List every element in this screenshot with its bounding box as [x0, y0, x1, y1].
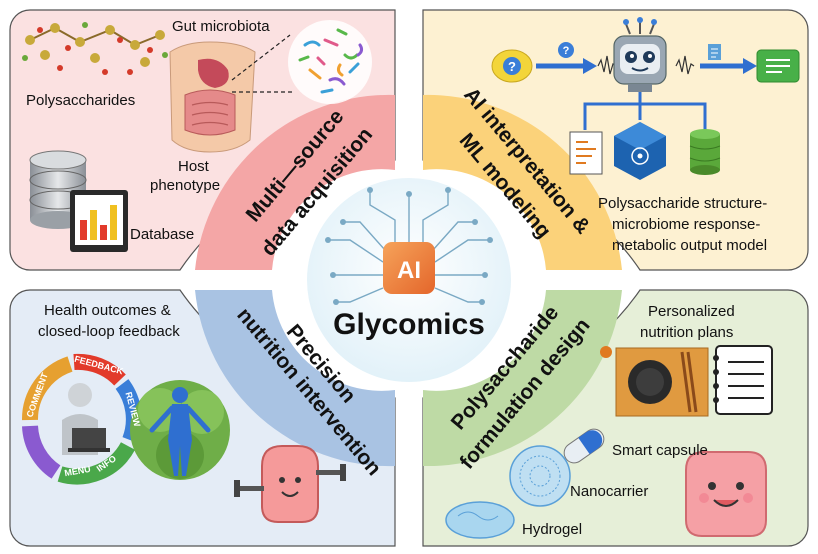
- label-host-line2: phenotype: [150, 177, 221, 194]
- model-line2: microbiome response-: [612, 216, 761, 233]
- svg-text:?: ?: [563, 45, 570, 57]
- polysaccharide-molecule-icon: [22, 22, 168, 75]
- svg-text:?: ?: [508, 59, 516, 74]
- sound-wave-icon: [597, 55, 695, 75]
- question-bubble-icon: ?: [491, 49, 533, 83]
- happy-intestine-icon: [234, 445, 346, 523]
- label-gut-microbiota: Gut microbiota: [172, 18, 270, 35]
- label-hydrogel: Hydrogel: [522, 521, 583, 538]
- hydrogel-icon: [445, 501, 515, 539]
- arrow-right-icon: [536, 58, 597, 74]
- arrow-right-icon-2: [700, 58, 757, 74]
- tree-body-icon: [130, 380, 230, 480]
- label-personalized-line2: nutrition plans: [640, 324, 734, 341]
- label-polysaccharides: Polysaccharides: [26, 92, 136, 109]
- label-nanocarrier: Nanocarrier: [570, 483, 649, 500]
- person-laptop-icon: [62, 383, 110, 455]
- human-torso-gut-icon: [169, 41, 256, 153]
- robot-icon: [613, 17, 667, 92]
- bar-chart-monitor-icon: [70, 190, 128, 252]
- label-smart-capsule: Smart capsule: [612, 442, 708, 459]
- nanocarrier-icon: [509, 445, 571, 507]
- health-line1: Health outcomes &: [44, 302, 171, 319]
- document-icon: [708, 44, 721, 60]
- dashed-connector: [231, 34, 292, 93]
- center-hub: [303, 174, 515, 386]
- center-title: Glycomics: [333, 308, 485, 341]
- small-question-icon: ?: [558, 42, 574, 58]
- ai-badge: [383, 242, 435, 294]
- notebook-icon: [713, 345, 773, 415]
- neural-cube-icon: [614, 122, 666, 180]
- microbiota-cluster-icon: [288, 20, 372, 104]
- ai-badge-text: AI: [397, 257, 421, 284]
- data-cylinder-icon: [689, 129, 721, 175]
- health-line2: closed-loop feedback: [38, 323, 180, 340]
- code-file-icon: [569, 131, 603, 175]
- smiling-intestine-icon: [685, 451, 767, 537]
- capsule-icon: [563, 428, 605, 464]
- label-host-line1: Host: [178, 158, 209, 175]
- cycle-word-menu: MENU: [64, 464, 92, 478]
- answer-bubble-icon: [756, 49, 800, 83]
- model-line1: Polysaccharide structure-: [598, 195, 768, 212]
- connector-lines: [583, 92, 707, 130]
- label-database: Database: [130, 226, 195, 243]
- label-personalized-line1: Personalized: [648, 303, 735, 320]
- model-line3: metabolic output model: [612, 237, 768, 254]
- dining-mat-icon: [600, 346, 709, 417]
